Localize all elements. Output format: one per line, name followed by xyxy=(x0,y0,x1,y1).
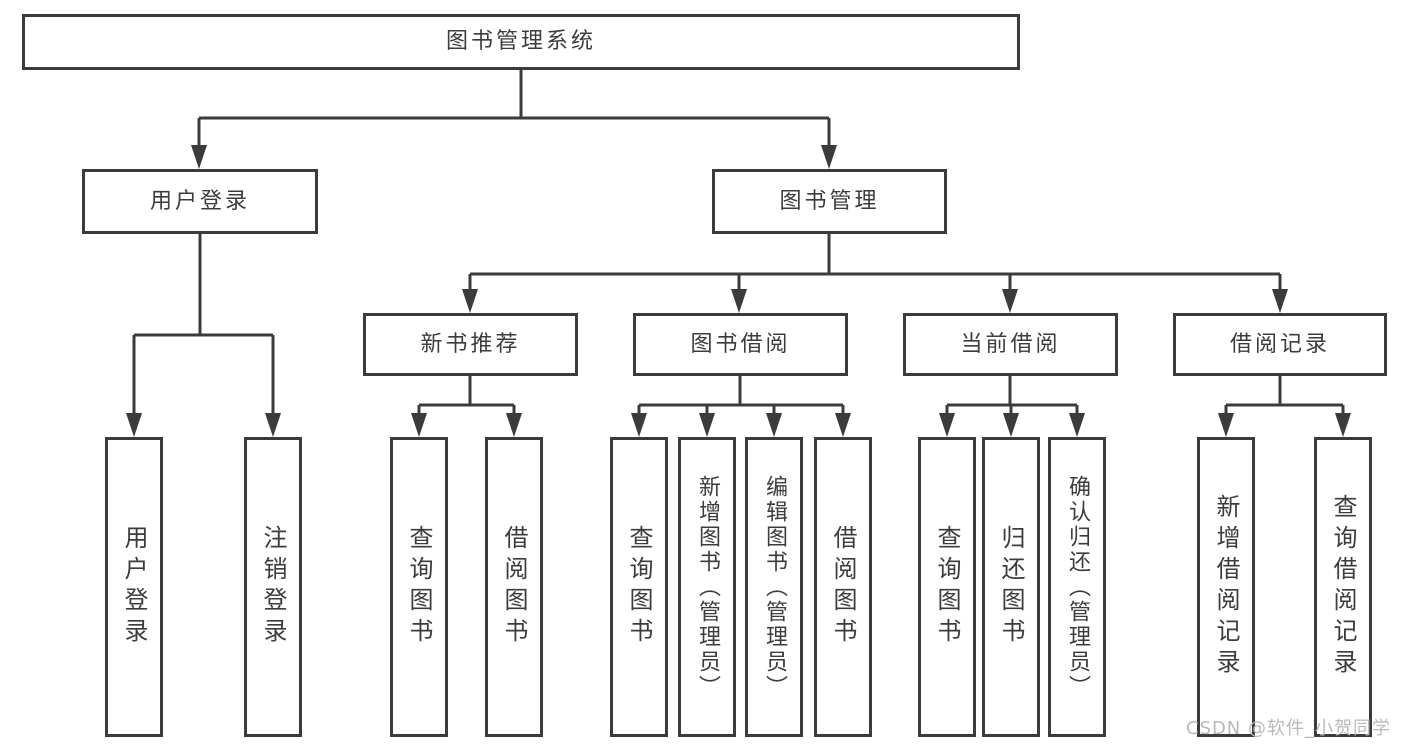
leaf-logout-login: 注销登录 xyxy=(244,437,302,737)
leaf-query-books-borrowing: 查询图书 xyxy=(610,437,668,737)
node-new-book-recommend-label: 新书推荐 xyxy=(420,331,521,357)
node-book-borrowing-label: 图书借阅 xyxy=(690,331,791,357)
leaf-edit-books-admin: 编辑图书（管理员） xyxy=(745,437,803,737)
leaf-borrow-books-newbook-label: 借阅图书 xyxy=(500,525,528,649)
node-new-book-recommend: 新书推荐 xyxy=(363,313,578,376)
node-current-borrowing: 当前借阅 xyxy=(903,313,1118,376)
node-user-login-label: 用户登录 xyxy=(149,188,250,214)
leaf-return-books: 归还图书 xyxy=(982,437,1040,737)
watermark: CSDN @软件_小贺同学 xyxy=(1185,718,1391,740)
leaf-query-borrow-record-label: 查询借阅记录 xyxy=(1329,494,1357,680)
leaf-borrow-books-borrowing: 借阅图书 xyxy=(814,437,872,737)
leaf-query-books-borrowing-label: 查询图书 xyxy=(625,525,653,649)
leaf-logout-login-label: 注销登录 xyxy=(259,525,287,649)
leaf-confirm-return-admin: 确认归还（管理员） xyxy=(1048,437,1106,737)
node-borrowing-records-label: 借阅记录 xyxy=(1229,331,1330,357)
leaf-add-borrow-record: 新增借阅记录 xyxy=(1197,437,1255,737)
node-root-label: 图书管理系统 xyxy=(445,29,596,54)
arrowheads xyxy=(126,145,1351,437)
leaf-borrow-books-borrowing-label: 借阅图书 xyxy=(829,525,857,649)
leaf-confirm-return-admin-label: 确认归还（管理员） xyxy=(1065,474,1090,700)
node-current-borrowing-label: 当前借阅 xyxy=(960,331,1061,357)
leaf-return-books-label: 归还图书 xyxy=(997,525,1025,649)
node-book-borrowing: 图书借阅 xyxy=(633,313,848,376)
node-book-management-label: 图书管理 xyxy=(779,188,880,214)
leaf-query-books-newbook: 查询图书 xyxy=(390,437,448,737)
leaf-query-books-current-label: 查询图书 xyxy=(933,525,961,649)
leaf-query-borrow-record: 查询借阅记录 xyxy=(1314,437,1372,737)
node-user-login: 用户登录 xyxy=(82,169,318,234)
node-book-management: 图书管理 xyxy=(712,169,947,234)
leaf-user-login: 用户登录 xyxy=(105,437,163,737)
leaf-edit-books-admin-label: 编辑图书（管理员） xyxy=(762,474,787,700)
leaf-query-books-newbook-label: 查询图书 xyxy=(405,525,433,649)
leaf-borrow-books-newbook: 借阅图书 xyxy=(485,437,543,737)
leaf-query-books-current: 查询图书 xyxy=(918,437,976,737)
leaf-add-books-admin: 新增图书（管理员） xyxy=(678,437,736,737)
node-root: 图书管理系统 xyxy=(22,14,1020,70)
leaf-add-books-admin-label: 新增图书（管理员） xyxy=(695,474,720,700)
node-borrowing-records: 借阅记录 xyxy=(1173,313,1387,376)
leaf-user-login-label: 用户登录 xyxy=(120,525,148,649)
leaf-add-borrow-record-label: 新增借阅记录 xyxy=(1212,494,1240,680)
